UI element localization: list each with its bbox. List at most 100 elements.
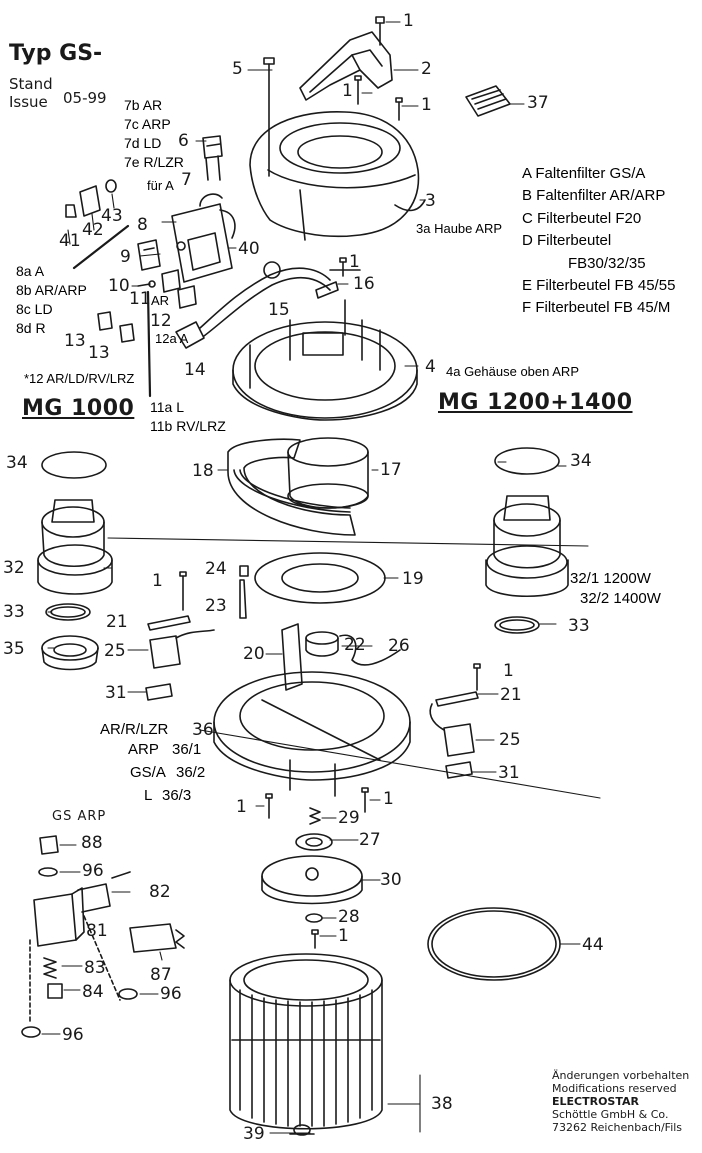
handle-part-2 <box>299 31 393 101</box>
part-number: 16 <box>353 274 375 294</box>
part-number: 25 <box>499 730 521 750</box>
variant-36-3: 36/3 <box>162 787 192 804</box>
filter-cartridge-part-38 <box>229 953 383 1130</box>
part-number: 11 <box>129 289 151 309</box>
screw-part-5 <box>263 57 275 177</box>
part-number: 29 <box>338 808 360 828</box>
hood-part-3 <box>249 111 426 241</box>
variant-3a: 3a Haube ARP <box>416 221 503 236</box>
part-number: 38 <box>431 1094 453 1114</box>
part-number: 35 <box>3 639 25 659</box>
issue-label: Issue <box>9 93 48 111</box>
part-number: 3 <box>425 191 436 211</box>
gs-arp-label: GS ARP <box>52 809 107 824</box>
part-number: 9 <box>120 247 131 267</box>
part-number: 41 <box>59 231 81 251</box>
issue-date: 05-99 <box>63 89 107 107</box>
washer-part-28 <box>305 913 323 923</box>
variant-11a: 11a L <box>150 399 184 415</box>
screw-part-1-36-right <box>361 787 369 813</box>
lower-housing-part-36 <box>199 671 601 799</box>
spring-part-29 <box>309 807 321 825</box>
base-part-30 <box>261 855 363 905</box>
variant-8b: 8b AR/ARP <box>16 282 87 298</box>
motor-part-32-left <box>37 451 113 595</box>
perforated-disc-part-19 <box>254 552 386 604</box>
divider-line <box>107 537 589 547</box>
part-number: 5 <box>232 59 243 79</box>
part-number: 24 <box>205 559 227 579</box>
part-number: 25 <box>104 641 126 661</box>
part-13-a <box>97 311 113 331</box>
part-number: 18 <box>192 461 214 481</box>
legend-item-b: B Faltenfilter AR/ARP <box>522 187 666 205</box>
legend-item-a: A Faltenfilter GS/A <box>522 165 646 182</box>
variant-4a: 4a Gehäuse oben ARP <box>446 364 579 379</box>
part-number: 7 <box>181 170 192 190</box>
screw-part-10 <box>137 280 156 288</box>
variant-36-a: AR/R/LZR <box>100 721 169 738</box>
motor-part-32-right <box>485 447 569 597</box>
part-number: 8 <box>137 215 148 235</box>
switch-part-9 <box>137 239 161 271</box>
filter-legend: A Faltenfilter GS/A B Faltenfilter AR/AR… <box>522 163 675 320</box>
part-number: 22 <box>344 635 366 655</box>
pointer-line-8 <box>72 224 130 270</box>
part-number: 42 <box>82 220 104 240</box>
part-number: 34 <box>6 453 28 473</box>
part-number: 44 <box>582 935 604 955</box>
variant-8c: 8c LD <box>16 301 53 317</box>
part-number: 31 <box>105 683 127 703</box>
part-24 <box>239 565 249 577</box>
part-number: 21 <box>106 612 128 632</box>
parts-41-42-43 <box>65 179 117 218</box>
screw-part-1-36-left <box>265 793 273 819</box>
variant-36-c: GS/A <box>130 764 166 781</box>
part-number: 1 <box>503 661 514 681</box>
leader-lines <box>41 21 581 1134</box>
capacitor-part-25-left <box>149 629 215 669</box>
part-number: 40 <box>238 239 260 259</box>
footer-line-4: Schöttle GmbH & Co. <box>552 1108 669 1121</box>
part-number: 15 <box>268 300 290 320</box>
variant-11-ar: AR <box>151 293 170 308</box>
screw-part-1-30 <box>311 929 319 949</box>
foam-ring-part-18 <box>227 438 356 536</box>
part-number: 87 <box>150 965 172 985</box>
part-number: 32 <box>3 558 25 578</box>
gasket-ring-part-44 <box>427 907 561 981</box>
part-number: 37 <box>527 93 549 113</box>
footer-line-1: Änderungen vorbehalten <box>552 1069 690 1082</box>
variant-fuer-a: für A <box>147 178 174 193</box>
screw-part-1-top <box>375 16 385 46</box>
part-number: 84 <box>82 982 104 1002</box>
part-number: 96 <box>62 1025 84 1045</box>
legend-item-d: D Filterbeutel <box>522 232 612 250</box>
variant-36-b: ARP <box>128 741 159 758</box>
part-number: 43 <box>101 206 123 226</box>
part-number: 1 <box>403 11 414 31</box>
part-number: 1 <box>338 926 349 946</box>
footer-line-5: 73262 Reichenbach/Fils <box>552 1121 683 1134</box>
variant-8d: 8d R <box>16 320 46 336</box>
part-number: 88 <box>81 833 103 853</box>
switch-part-11 <box>161 269 181 293</box>
part-number: 10 <box>108 276 130 296</box>
part-number: 82 <box>149 882 171 902</box>
part-number: 1 <box>236 797 247 817</box>
part-number: 14 <box>184 360 206 380</box>
part-number: 13 <box>88 343 110 363</box>
switch-part-6 <box>202 135 223 181</box>
part-number: 20 <box>243 644 265 664</box>
variant-7b: 7b AR <box>124 97 163 113</box>
part-number: 1 <box>152 571 163 591</box>
part-number: 1 <box>349 252 360 272</box>
part-number: 33 <box>3 602 25 622</box>
cable-part-14 <box>175 261 361 349</box>
part-number: 2 <box>421 59 432 79</box>
part-number: 39 <box>243 1124 265 1144</box>
screw-part-1-small-b <box>395 97 403 121</box>
variant-7e: 7e R/LZR <box>124 154 184 170</box>
